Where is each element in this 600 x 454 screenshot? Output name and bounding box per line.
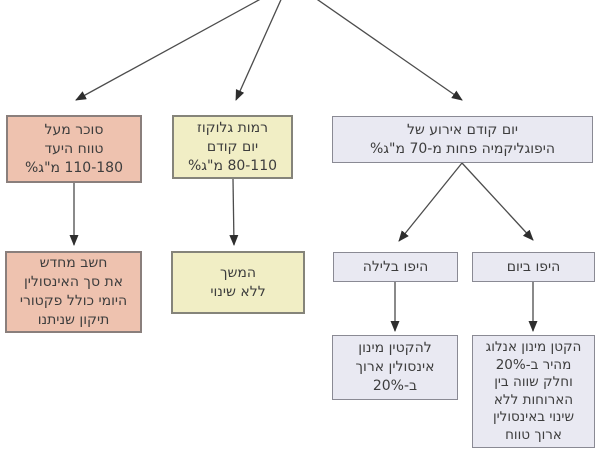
node-sugar-above-target: סוכר מעל טווח היעד 110-180 מ"ג%	[6, 115, 142, 183]
node-reduce-long-insulin-text: להקטין מינון אינסולין ארוך ב-20%	[355, 340, 435, 394]
node-sugar-above-target-text: סוכר מעל טווח היעד 110-180 מ"ג%	[25, 121, 123, 176]
node-continue-no-change-text: המשך ללא שינוי	[210, 264, 266, 300]
arrow-top-to-sugar	[75, 0, 261, 101]
node-reduce-rapid-analog: הקטן מינון אנלוג מהיר ב-20% וחלק שווה בי…	[472, 335, 595, 448]
arrow-top-to-hypoprev	[316, 0, 463, 101]
node-recalculate-insulin-text: חשב מחדש את סך האינסולין היומי כולל פקטו…	[19, 255, 128, 328]
arrow-hypoprev-to-day	[461, 162, 534, 241]
node-continue-no-change: המשך ללא שינוי	[171, 251, 305, 314]
node-recalculate-insulin: חשב מחדש את סך האינסולין היומי כולל פקטו…	[5, 251, 142, 333]
node-glucose-previous-day-text: רמות גלוקוז יום קודם 80-110 מ"ג%	[187, 119, 278, 174]
node-reduce-rapid-analog-text: הקטן מינון אנלוג מהיר ב-20% וחלק שווה בי…	[485, 339, 582, 443]
node-hypo-at-night: היפו בלילה	[333, 252, 458, 282]
node-hypo-at-day-text: היפו ביום	[506, 258, 561, 275]
node-reduce-long-insulin: להקטין מינון אינסולין ארוך ב-20%	[332, 335, 458, 400]
node-hypo-at-day: היפו ביום	[472, 252, 595, 282]
node-glucose-previous-day: רמות גלוקוז יום קודם 80-110 מ"ג%	[172, 115, 293, 179]
arrow-hypoprev-to-night	[398, 162, 463, 242]
node-hypo-event-previous-day: יום קודם אירוע של היפוגליקמיה פחות מ-70 …	[332, 116, 593, 163]
node-hypo-event-previous-day-text: יום קודם אירוע של היפוגליקמיה פחות מ-70 …	[369, 121, 556, 157]
arrow-top-to-glucose	[235, 0, 282, 101]
node-hypo-at-night-text: היפו בלילה	[362, 258, 429, 275]
arrow-glucose-to-continue	[229, 178, 239, 246]
